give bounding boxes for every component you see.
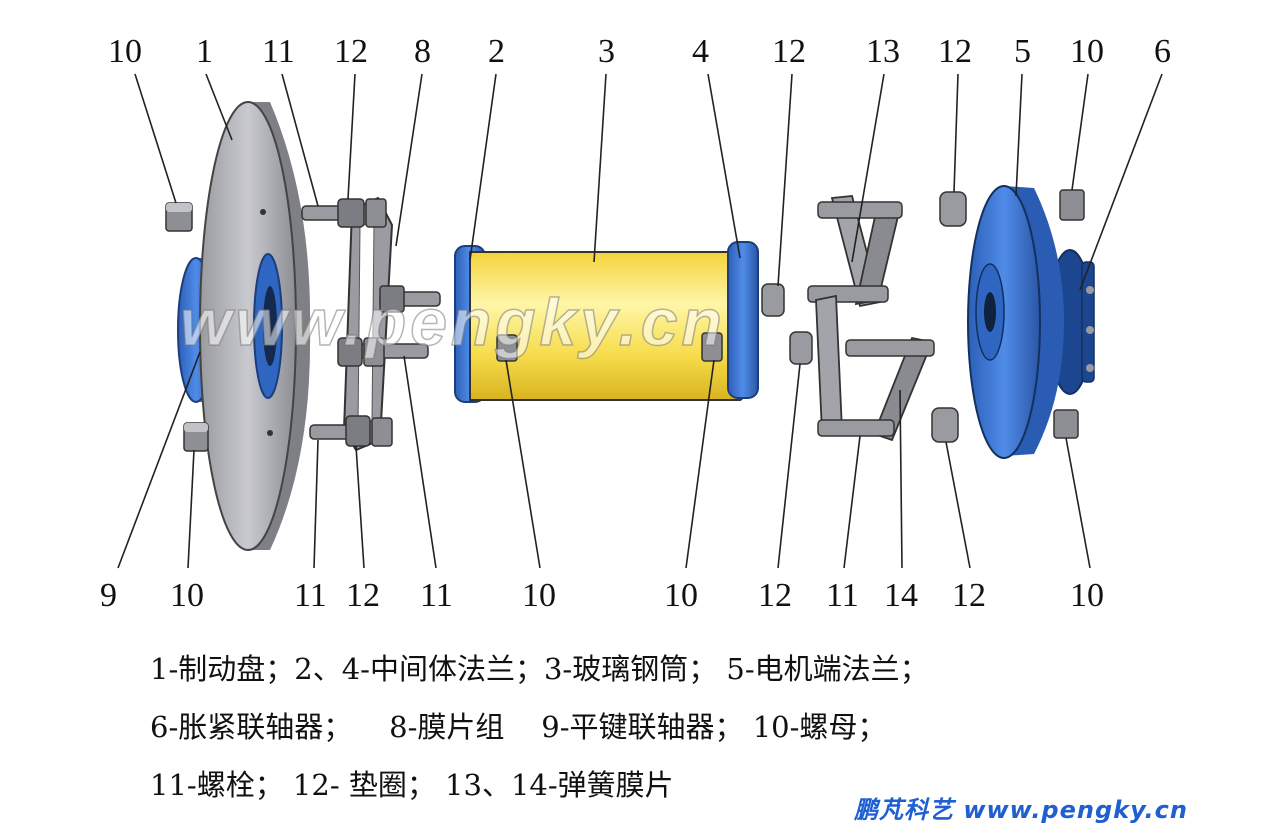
callout-number: 10 <box>1070 577 1104 614</box>
part-1-brake-disc <box>199 101 311 551</box>
callout-number: 13 <box>866 33 900 70</box>
callout-number: 11 <box>262 33 295 70</box>
legend-line: 11-螺栓； 12- 垫圈； 13、14-弹簧膜片 <box>150 768 674 802</box>
callout-number: 2 <box>488 33 505 70</box>
part-12-washers-middle <box>761 283 813 365</box>
part-14-spring-diaphragm <box>815 294 935 442</box>
callout-number: 1 <box>196 33 213 70</box>
callout-number: 9 <box>100 577 117 614</box>
legend-line: 1-制动盘；2、4-中间体法兰；3-玻璃钢筒； 5-电机端法兰； <box>150 652 929 686</box>
callout-number: 4 <box>692 33 709 70</box>
callout-number: 5 <box>1014 33 1031 70</box>
callout-number: 10 <box>108 33 142 70</box>
callout-number: 11 <box>826 577 859 614</box>
callout-number: 12 <box>334 33 368 70</box>
callout-number: 12 <box>758 577 792 614</box>
callout-number: 12 <box>346 577 380 614</box>
callout-number: 12 <box>952 577 986 614</box>
callout-number: 12 <box>772 33 806 70</box>
part-10-nuts-right <box>1053 189 1085 439</box>
legend-line: 6-胀紧联轴器； 8-膜片组 9-平键联轴器； 10-螺母； <box>150 710 887 744</box>
callout-number: 11 <box>294 577 327 614</box>
callout-number: 12 <box>938 33 972 70</box>
callout-number: 8 <box>414 33 431 70</box>
callout-number: 10 <box>522 577 556 614</box>
part-6-expansion-coupling <box>1081 261 1095 383</box>
part-5-motor-end-flange <box>967 185 1093 459</box>
part-10-nut-left-top <box>165 202 193 232</box>
watermark-text: www.pengky.cn <box>180 285 726 359</box>
part-11-bolts-left <box>301 198 441 447</box>
callout-number: 14 <box>884 577 918 614</box>
callout-number: 3 <box>598 33 615 70</box>
callout-number: 10 <box>1070 33 1104 70</box>
part-4-intermediate-flange-right <box>727 241 759 399</box>
part-13-spring-diaphragm <box>807 195 903 308</box>
callout-number: 10 <box>664 577 698 614</box>
callouts-bottom: 9 10 11 12 11 10 10 12 11 14 12 10 <box>100 577 1104 614</box>
callouts-top: 10 1 11 12 8 2 3 4 12 13 12 5 10 6 <box>108 33 1171 70</box>
parts-legend: 1-制动盘；2、4-中间体法兰；3-玻璃钢筒； 5-电机端法兰； 6-胀紧联轴器… <box>150 640 1210 814</box>
leader-lines <box>117 73 1163 569</box>
part-10-nut-left-bottom <box>183 422 209 452</box>
part-12-washers-right <box>931 191 967 443</box>
callout-number: 6 <box>1154 33 1171 70</box>
coupling-exploded-diagram: www.pengky.cn 10 1 11 12 8 2 <box>100 33 1171 614</box>
callout-number: 10 <box>170 577 204 614</box>
callout-number: 11 <box>420 577 453 614</box>
site-credit: 鹏芃科艺 www.pengky.cn <box>853 796 1188 824</box>
